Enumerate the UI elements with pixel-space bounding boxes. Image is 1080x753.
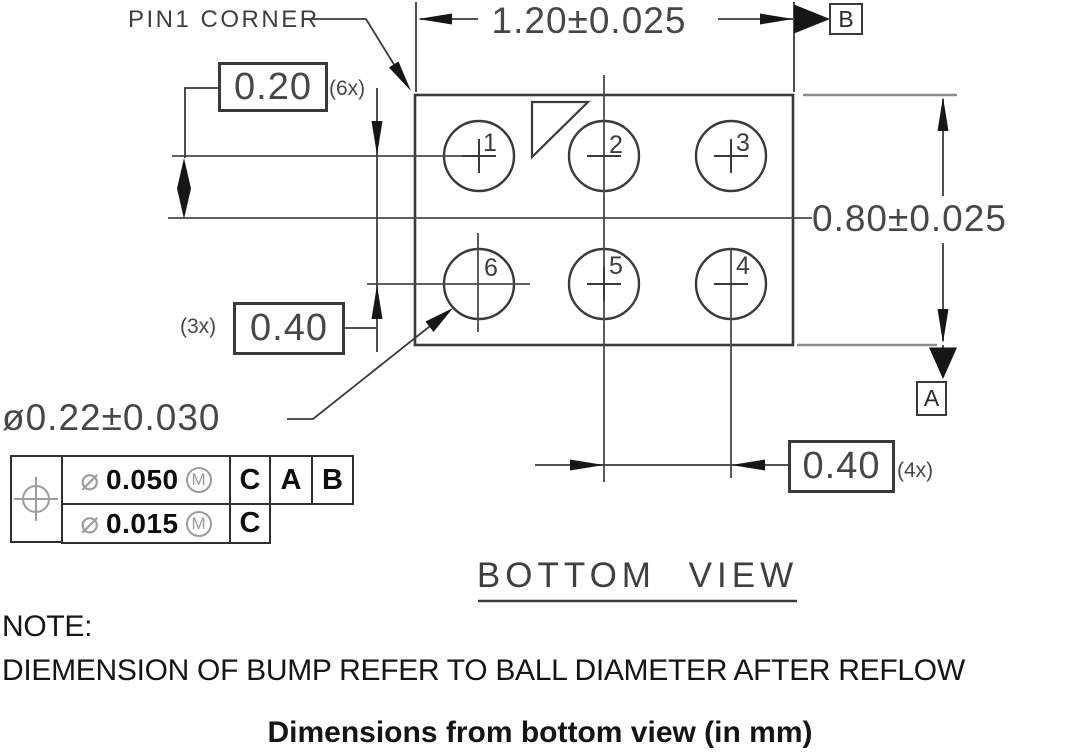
view-title: BOTTOM VIEW	[476, 556, 799, 595]
ball-diameter-value: ø0.22±0.030	[2, 397, 221, 438]
ball-diameter-arrow	[425, 308, 453, 332]
row-offset-value-box: 0.20	[218, 62, 328, 112]
datum-b-arrow	[794, 4, 830, 34]
diameter-symbol-icon: ⌀	[80, 505, 100, 541]
row-offset-diamond-arrow	[177, 158, 191, 219]
pin1-leader-line	[303, 18, 407, 85]
row-pitch-value-box: 0.40	[233, 302, 345, 355]
height-dimension-arrows	[929, 97, 957, 379]
ball-center-crosses	[462, 139, 748, 301]
ball-6-number: 6	[484, 254, 498, 282]
mmc-modifier-icon: M	[185, 510, 212, 537]
gdt-position-symbol-cell	[10, 455, 63, 543]
gdt-row1-datum-a-cell: A	[269, 455, 313, 505]
ball-4-number: 4	[736, 252, 750, 280]
gdt-row2-tolerance-cell: ⌀ 0.015 M	[61, 503, 231, 544]
gdt-row1-datum-c-cell: C	[229, 455, 271, 505]
ball-diameter-leader	[287, 310, 450, 420]
datum-a-arrow	[929, 347, 957, 379]
row-offset-leader	[184, 87, 218, 158]
width-dimension-arrows	[418, 4, 830, 34]
center-lines	[168, 75, 812, 482]
gdt-row2-tolerance-value: 0.015	[106, 507, 179, 539]
pin1-corner-label: PIN1 CORNER	[128, 6, 320, 33]
datum-b-box: B	[829, 3, 863, 35]
note-body: DIEMENSION OF BUMP REFER TO BALL DIAMETE…	[2, 654, 965, 687]
row-pitch-arrows	[371, 121, 383, 319]
height-dimension-value: 0.80±0.025	[812, 198, 1007, 239]
col-pitch-value-box: 0.40	[788, 440, 895, 493]
ball-1-number: 1	[483, 129, 497, 157]
datum-a-box: A	[916, 381, 947, 416]
col-pitch-arrows	[570, 459, 765, 471]
pin1-triangle-marker	[530, 100, 591, 160]
ball-2-number: 2	[609, 131, 623, 159]
diameter-symbol-icon: ⌀	[80, 461, 100, 498]
row-pitch-count: (3x)	[180, 315, 217, 338]
gdt-row2-datum-c-cell: C	[229, 503, 271, 544]
mmc-modifier-icon: M	[185, 467, 212, 493]
col-pitch-count: (4x)	[897, 459, 934, 482]
row-offset-count: (6x)	[329, 77, 366, 100]
position-crosshair-icon	[14, 477, 58, 521]
ball-3-number: 3	[736, 129, 750, 157]
units-caption: Dimensions from bottom view (in mm)	[267, 716, 813, 749]
pin1-leader-arrow	[389, 61, 411, 91]
gdt-row1-datum-b-cell: B	[311, 455, 354, 505]
ball-5-number: 5	[609, 252, 623, 280]
height-extension-lines	[797, 93, 957, 347]
ball-3-circle	[694, 119, 768, 193]
note-heading: NOTE:	[2, 610, 93, 643]
gdt-row1-tolerance-cell: ⌀ 0.050 M	[61, 455, 231, 505]
gdt-row1-tolerance-value: 0.050	[106, 464, 179, 495]
width-dimension-value: 1.20±0.025	[491, 0, 687, 41]
